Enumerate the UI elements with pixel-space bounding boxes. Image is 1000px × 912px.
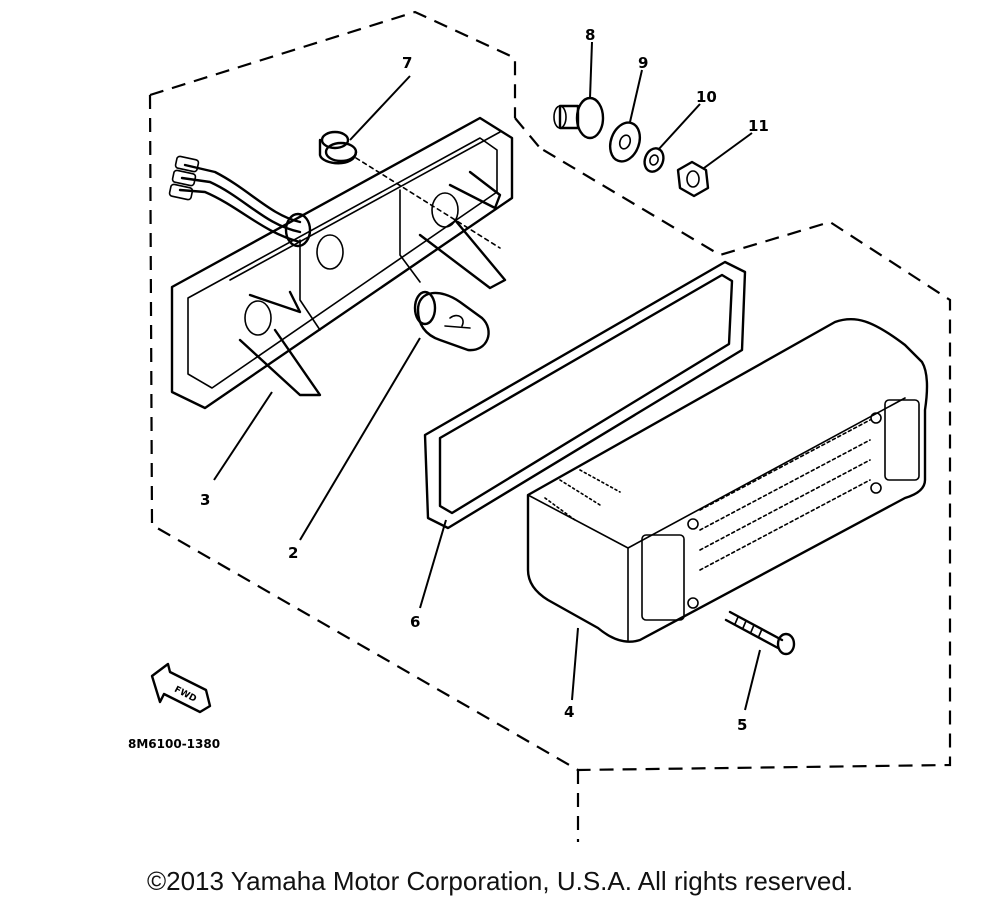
nut — [676, 160, 710, 198]
grommet — [318, 130, 501, 249]
lens — [526, 317, 929, 643]
callout-7: 7 — [402, 54, 412, 72]
callout-labels: 7 8 9 10 11 3 2 6 4 5 — [200, 26, 769, 734]
callout-8: 8 — [585, 26, 595, 44]
tail-light-base-housing — [168, 116, 514, 410]
callout-2: 2 — [288, 544, 298, 562]
callout-9: 9 — [638, 54, 648, 72]
gasket — [423, 260, 747, 530]
exploded-parts-diagram: 7 8 9 10 11 3 2 6 4 5 FWD 8M6100-1380 — [128, 10, 952, 842]
callout-4: 4 — [564, 703, 574, 721]
callout-3: 3 — [200, 491, 210, 509]
copyright-notice: ©2013 Yamaha Motor Corporation, U.S.A. A… — [146, 866, 854, 896]
fwd-label: FWD — [172, 685, 197, 705]
washer — [608, 121, 642, 163]
callout-11: 11 — [748, 117, 769, 135]
assembly-boundary — [148, 10, 952, 842]
collar — [553, 96, 605, 140]
callout-5: 5 — [737, 716, 747, 734]
callout-leaders — [213, 41, 761, 711]
forward-arrow-icon: FWD — [150, 662, 212, 714]
bulb — [413, 290, 490, 352]
callout-6: 6 — [410, 613, 420, 631]
drawing-code: 8M6100-1380 — [128, 737, 220, 751]
spring-washer — [643, 147, 665, 173]
callout-10: 10 — [696, 88, 717, 106]
screw — [724, 610, 796, 656]
